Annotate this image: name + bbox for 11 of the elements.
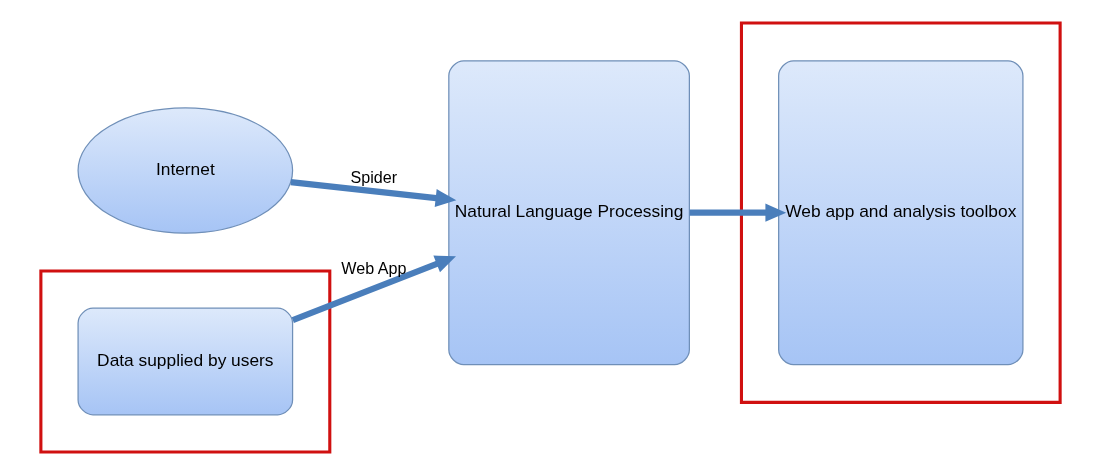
node-box: Web app and analysis toolbox [778, 60, 1024, 366]
arrow [290, 178, 457, 208]
node-box: Data supplied by users [77, 307, 294, 416]
edge-label: Spider [350, 168, 398, 187]
cluster [739, 21, 1062, 404]
arrow [689, 203, 787, 222]
node-box: Natural Language Processing [448, 60, 690, 366]
arrow [291, 255, 456, 323]
cluster [39, 269, 332, 454]
edge-label: Web App [341, 258, 407, 277]
node-ellipse: Internet [77, 107, 294, 234]
